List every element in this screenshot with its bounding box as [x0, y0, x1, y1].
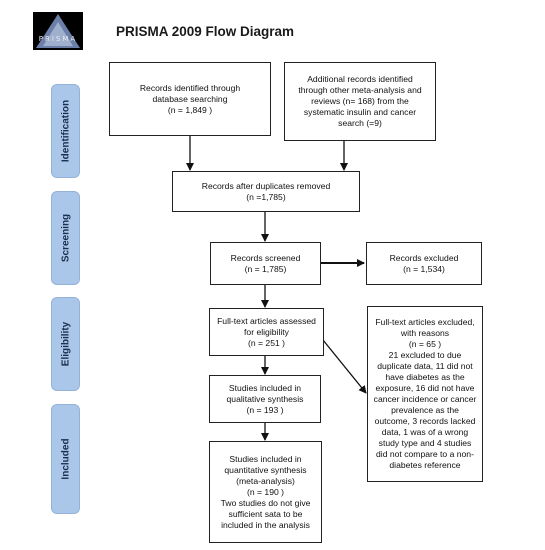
- box-database-search: Records identified through database sear…: [109, 62, 271, 136]
- box-duplicates-removed-text: Records after duplicates removed (n =1,7…: [201, 180, 331, 202]
- box-qualitative-synthesis-text: Studies included in qualitative synthesi…: [226, 382, 304, 415]
- box-fulltext-assessed-text: Full-text articles assessed for eligibil…: [217, 315, 316, 348]
- box-records-screened-text: Records screened (n = 1,785): [230, 252, 301, 274]
- box-records-screened: Records screened (n = 1,785): [210, 242, 321, 285]
- box-additional-records-text: Additional records identified through ot…: [298, 74, 422, 128]
- stage-screening: Screening: [51, 191, 80, 285]
- stage-identification: Identification: [51, 84, 80, 178]
- logo-text: PRISMA: [38, 35, 78, 43]
- page-title: PRISMA 2009 Flow Diagram: [116, 24, 295, 39]
- box-fulltext-excluded-text: Full-text articles excluded, with reason…: [373, 317, 477, 470]
- box-additional-records: Additional records identified through ot…: [284, 62, 436, 141]
- box-qualitative-synthesis: Studies included in qualitative synthesi…: [209, 375, 321, 423]
- prisma-logo: PRISMA: [33, 12, 83, 50]
- stage-included: Included: [51, 404, 80, 514]
- box-fulltext-assessed: Full-text articles assessed for eligibil…: [209, 308, 324, 356]
- box-duplicates-removed: Records after duplicates removed (n =1,7…: [172, 171, 360, 212]
- box-quantitative-synthesis-text: Studies included in quantitative synthes…: [220, 453, 311, 530]
- box-quantitative-synthesis: Studies included in quantitative synthes…: [209, 441, 322, 543]
- arrow-fulltext-to-excluded: [322, 339, 367, 394]
- box-records-excluded: Records excluded (n = 1,534): [366, 242, 482, 285]
- stage-eligibility: Eligibility: [51, 297, 80, 391]
- box-fulltext-excluded: Full-text articles excluded, with reason…: [367, 306, 483, 482]
- box-database-search-text: Records identified through database sear…: [139, 82, 241, 115]
- box-records-excluded-text: Records excluded (n = 1,534): [389, 252, 459, 274]
